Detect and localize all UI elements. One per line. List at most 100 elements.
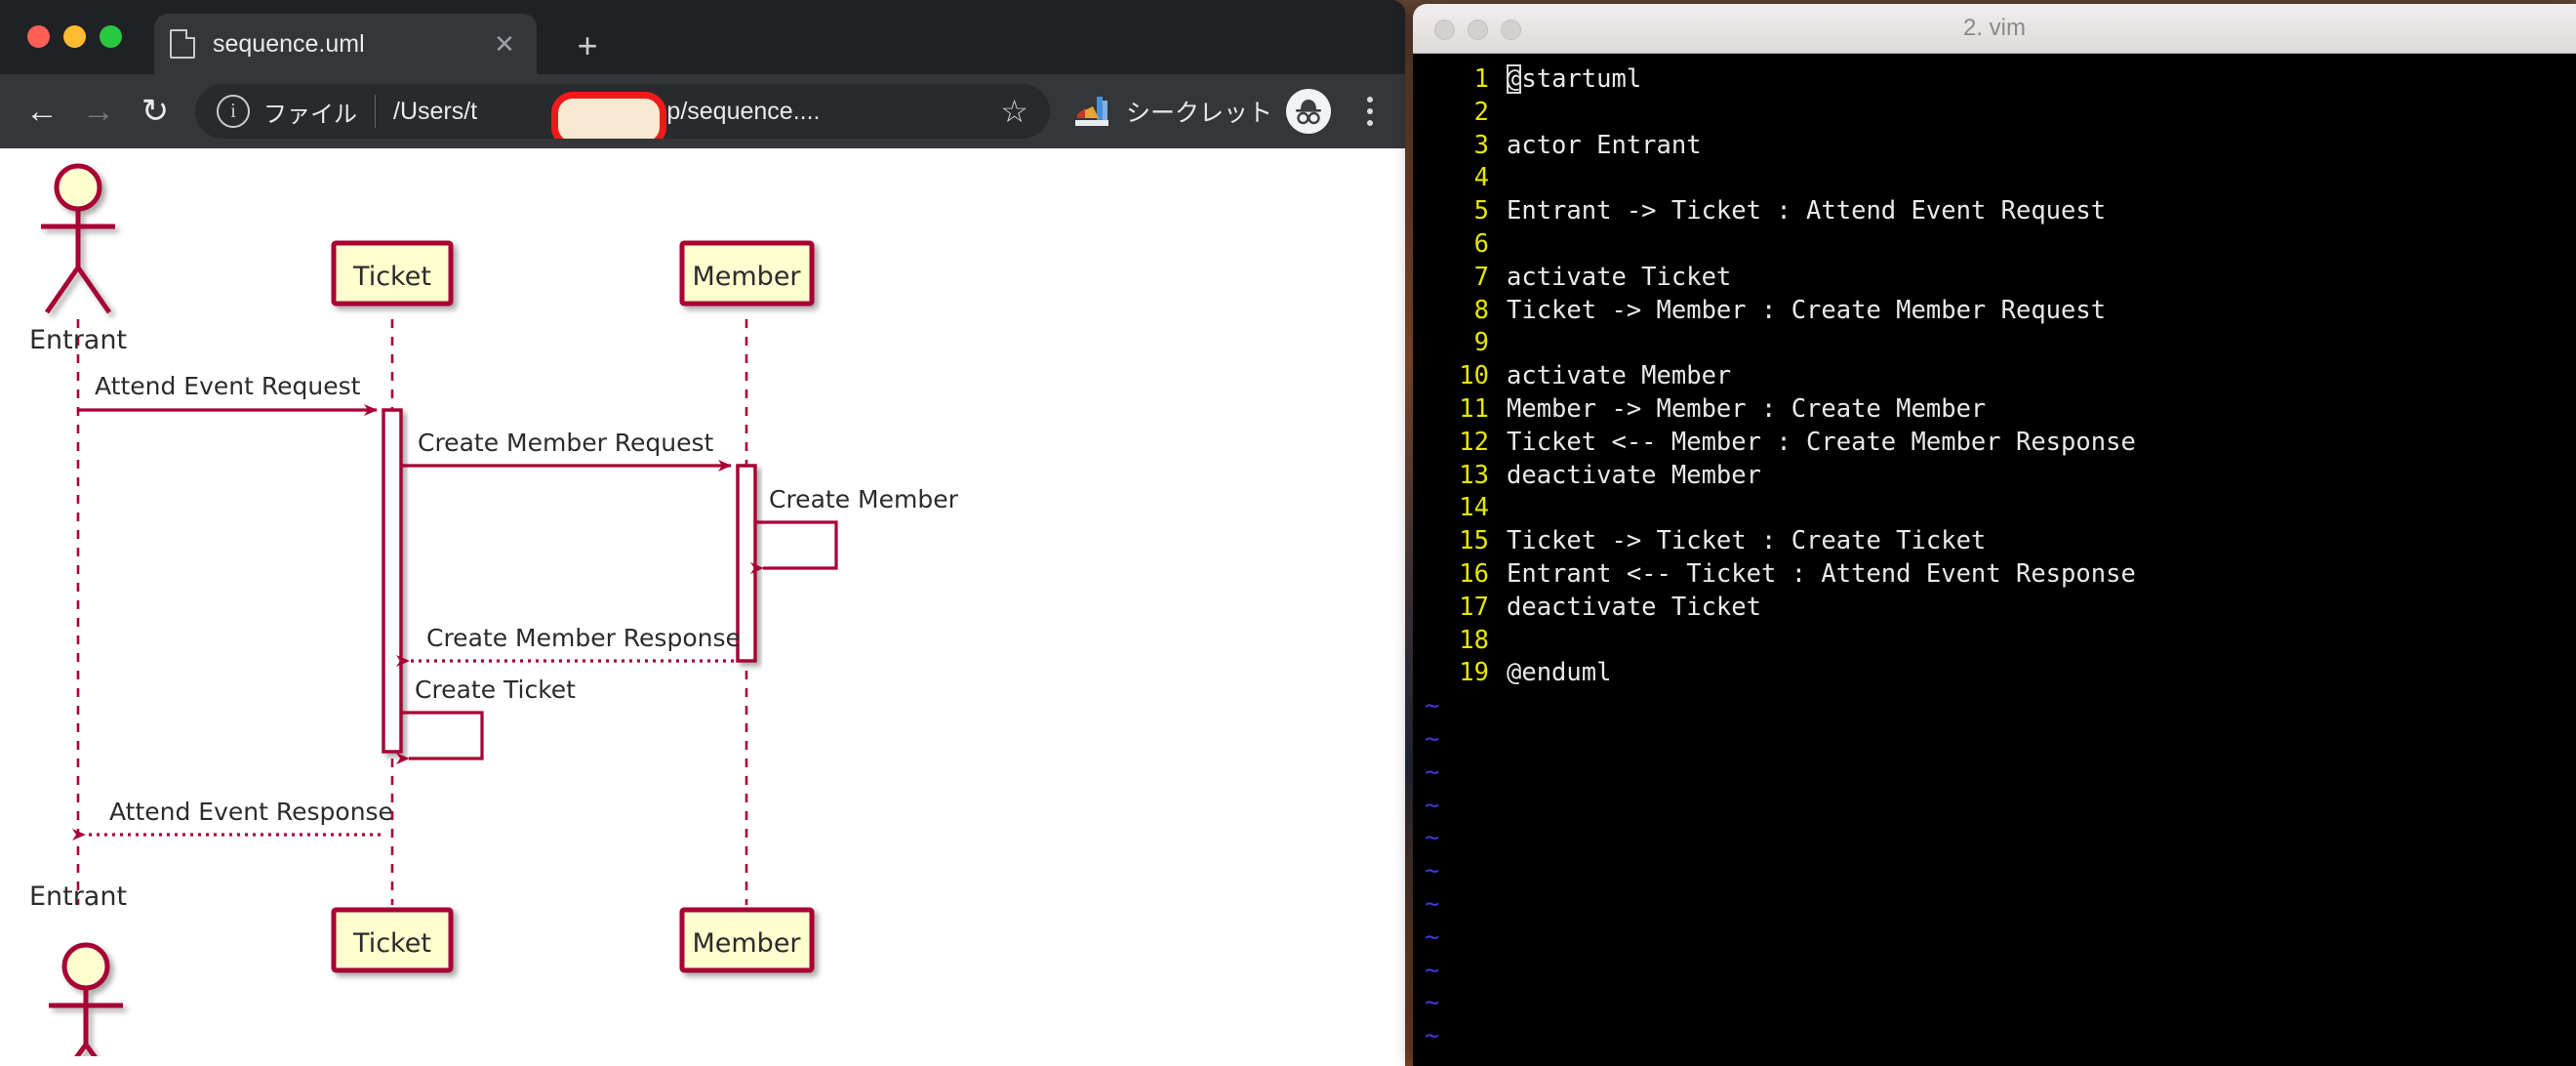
kebab-menu-icon[interactable]	[1350, 97, 1389, 126]
browser-tab-strip: sequence.uml ✕ +	[0, 0, 1405, 74]
chrome-browser-window: sequence.uml ✕ + ← → ↻ i ファイル /Users/t i…	[0, 0, 1405, 1066]
vim-window-title: 2. vim	[1962, 15, 2026, 41]
vim-line-text: Ticket <-- Member : Create Member Respon…	[1507, 427, 2136, 457]
vim-line: 2	[1413, 97, 2576, 130]
vim-line-text: Member -> Member : Create Member	[1507, 393, 1987, 424]
vim-line: 4	[1413, 162, 2576, 195]
vim-line: 10 activate Member	[1413, 360, 2576, 393]
vim-tilde-marker: ~	[1425, 988, 1440, 1018]
browser-tab[interactable]: sequence.uml ✕	[154, 14, 537, 74]
vim-traffic-lights	[1434, 20, 1521, 40]
reload-icon[interactable]: ↻	[141, 93, 170, 130]
browser-toolbar: ← → ↻ i ファイル /Users/t i/Desktop/sequence…	[0, 74, 1405, 148]
redaction-marker	[551, 91, 666, 139]
vim-tilde-marker: ~	[1425, 691, 1440, 721]
vim-line: 19 @enduml	[1413, 657, 2576, 690]
participant-box-ticket-top: Ticket	[331, 240, 454, 307]
vim-empty-line: ~	[1413, 1053, 2576, 1066]
vim-line-number: 10	[1459, 361, 1489, 391]
participant-box-member-top: Member	[679, 240, 815, 307]
vim-line: 9	[1413, 327, 2576, 360]
message-label: Create Ticket	[415, 676, 576, 704]
vim-tilde-marker: ~	[1425, 757, 1440, 787]
vim-tilde-marker: ~	[1413, 1053, 1439, 1066]
vim-line: 11 Member -> Member : Create Member	[1413, 393, 2576, 427]
window-traffic-lights	[27, 25, 122, 48]
page-content: Entrant Ticket Member Attend Event Reque…	[0, 148, 1405, 1066]
vim-line-text: deactivate Ticket	[1507, 592, 1761, 622]
participant-label-member-bottom: Member	[692, 928, 801, 959]
vim-line-text: Entrant <-- Ticket : Attend Event Respon…	[1507, 558, 2136, 589]
arrow-right-icon[interactable]: →	[82, 92, 115, 130]
actor-label-entrant-top: Entrant	[29, 325, 127, 355]
close-icon[interactable]: ✕	[494, 28, 515, 59]
message-create-ticket-self: Create Ticket	[396, 676, 576, 764]
vim-tilde-marker: ~	[1425, 790, 1440, 820]
vim-line-text: @enduml	[1507, 658, 1612, 688]
vim-minimize-window-button[interactable]	[1468, 20, 1488, 40]
actor-entrant-top	[41, 163, 115, 314]
message-label: Create Member Response	[426, 624, 741, 652]
vim-tilde-marker: ~	[1425, 823, 1440, 853]
vim-empty-line: ~	[1413, 723, 2576, 757]
vim-empty-line: ~	[1413, 1020, 2576, 1053]
vim-line-number: 3	[1473, 130, 1489, 160]
vim-line-number: 11	[1459, 393, 1489, 424]
info-circle-icon[interactable]: i	[217, 95, 250, 128]
vim-line: 14	[1413, 492, 2576, 525]
vim-line: 6	[1413, 228, 2576, 262]
incognito-hat-icon[interactable]	[1286, 89, 1331, 134]
maximize-window-button[interactable]	[100, 25, 122, 48]
vim-tilde-marker: ~	[1425, 922, 1440, 952]
file-document-icon	[170, 29, 195, 59]
message-create-member-response: Create Member Response	[396, 624, 741, 667]
vim-line-text: activate Ticket	[1507, 262, 1732, 292]
vim-empty-line: ~	[1413, 987, 2576, 1020]
vim-maximize-window-button[interactable]	[1501, 20, 1521, 40]
vim-tilde-marker: ~	[1425, 856, 1440, 886]
star-icon[interactable]: ☆	[1000, 94, 1028, 129]
vim-line-number: 1	[1473, 64, 1489, 94]
minimize-window-button[interactable]	[63, 25, 86, 48]
actor-label-entrant-bottom: Entrant	[29, 882, 127, 912]
vim-empty-line: ~	[1413, 757, 2576, 790]
vim-tilde-marker: ~	[1425, 888, 1440, 919]
address-bar[interactable]: i ファイル /Users/t i/Desktop/sequence.... ☆	[195, 84, 1050, 139]
vim-close-window-button[interactable]	[1434, 20, 1455, 40]
message-attend-event-response: Attend Event Response	[72, 798, 393, 840]
vim-line-number: 12	[1459, 427, 1489, 457]
activation-bar-ticket	[382, 408, 403, 754]
incognito-label: シークレット	[1125, 100, 1272, 127]
vim-empty-line: ~	[1413, 888, 2576, 922]
vim-tilde-marker: ~	[1425, 723, 1440, 754]
vim-line-number: 8	[1473, 295, 1489, 325]
incognito-indicator[interactable]: シークレット	[1126, 89, 1331, 134]
message-label: Attend Event Response	[109, 798, 393, 826]
message-label: Attend Event Request	[95, 372, 361, 400]
vim-line-number: 19	[1459, 658, 1489, 688]
vim-cursor: @	[1507, 64, 1522, 94]
vim-line-text: activate Member	[1507, 361, 1732, 391]
message-create-member-self: Create Member	[750, 485, 959, 574]
participant-label-ticket-top: Ticket	[352, 262, 431, 292]
plus-icon[interactable]: +	[577, 25, 598, 65]
message-label: Create Member Request	[418, 429, 714, 457]
url-scheme-label: ファイル	[263, 101, 357, 128]
omnibox-divider	[375, 95, 376, 128]
extension-puzzle-icon[interactable]	[1074, 95, 1110, 128]
vim-tilde-marker: ~	[1425, 955, 1440, 985]
vim-line-text: Entrant -> Ticket : Attend Event Request	[1507, 196, 2107, 226]
actor-entrant-bottom	[49, 942, 123, 1056]
vim-line: 1@startuml	[1413, 63, 2576, 97]
close-window-button[interactable]	[27, 25, 50, 48]
vim-line-number: 13	[1459, 460, 1489, 490]
arrow-left-icon[interactable]: ←	[25, 92, 59, 130]
vim-line-text: deactivate Member	[1507, 460, 1761, 490]
